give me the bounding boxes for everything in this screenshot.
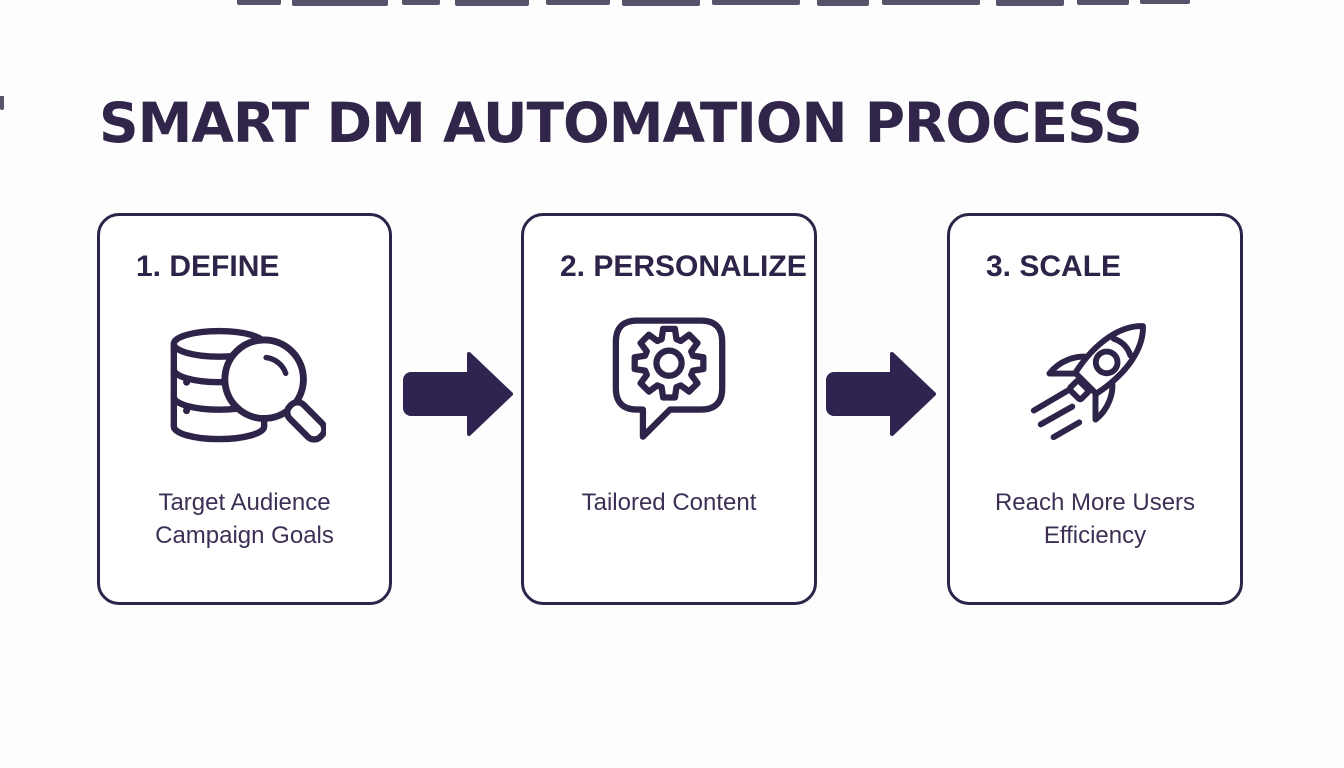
step-heading-define: 1. DEFINE [136, 250, 280, 283]
caption-line: Target Audience [158, 489, 331, 516]
caption-line: Efficiency [1043, 522, 1147, 549]
caption-line: Campaign Goals [155, 522, 334, 549]
step-caption-personalize: Tailored Content [524, 486, 814, 519]
cropped-text-fragments-top [0, 0, 1344, 110]
step-heading-personalize: 2. PERSONALIZE [560, 250, 807, 283]
flow-arrow-icon [826, 352, 936, 436]
step-caption-scale: Reach More Users Efficiency [950, 486, 1240, 552]
step-card-scale: 3. SCALE Reach More Users Effi [947, 213, 1243, 605]
step-card-personalize: 2. PERSONALIZE Tailored Content [521, 213, 817, 605]
step-heading-scale: 3. SCALE [986, 250, 1122, 283]
step-caption-define: Target Audience Campaign Goals [100, 486, 389, 552]
caption-line: Reach More Users [994, 489, 1196, 516]
step-card-define: 1. DEFINE Target Audience Campaign Goals [97, 213, 392, 605]
page-title: SMART DM AUTOMATION PROCESS [99, 91, 1143, 155]
rocket-icon [1030, 323, 1146, 441]
speech-bubble-gear-icon [612, 317, 726, 440]
database-search-icon [170, 327, 326, 443]
flow-arrow-icon [403, 352, 513, 436]
caption-line: Tailored Content [581, 489, 757, 516]
